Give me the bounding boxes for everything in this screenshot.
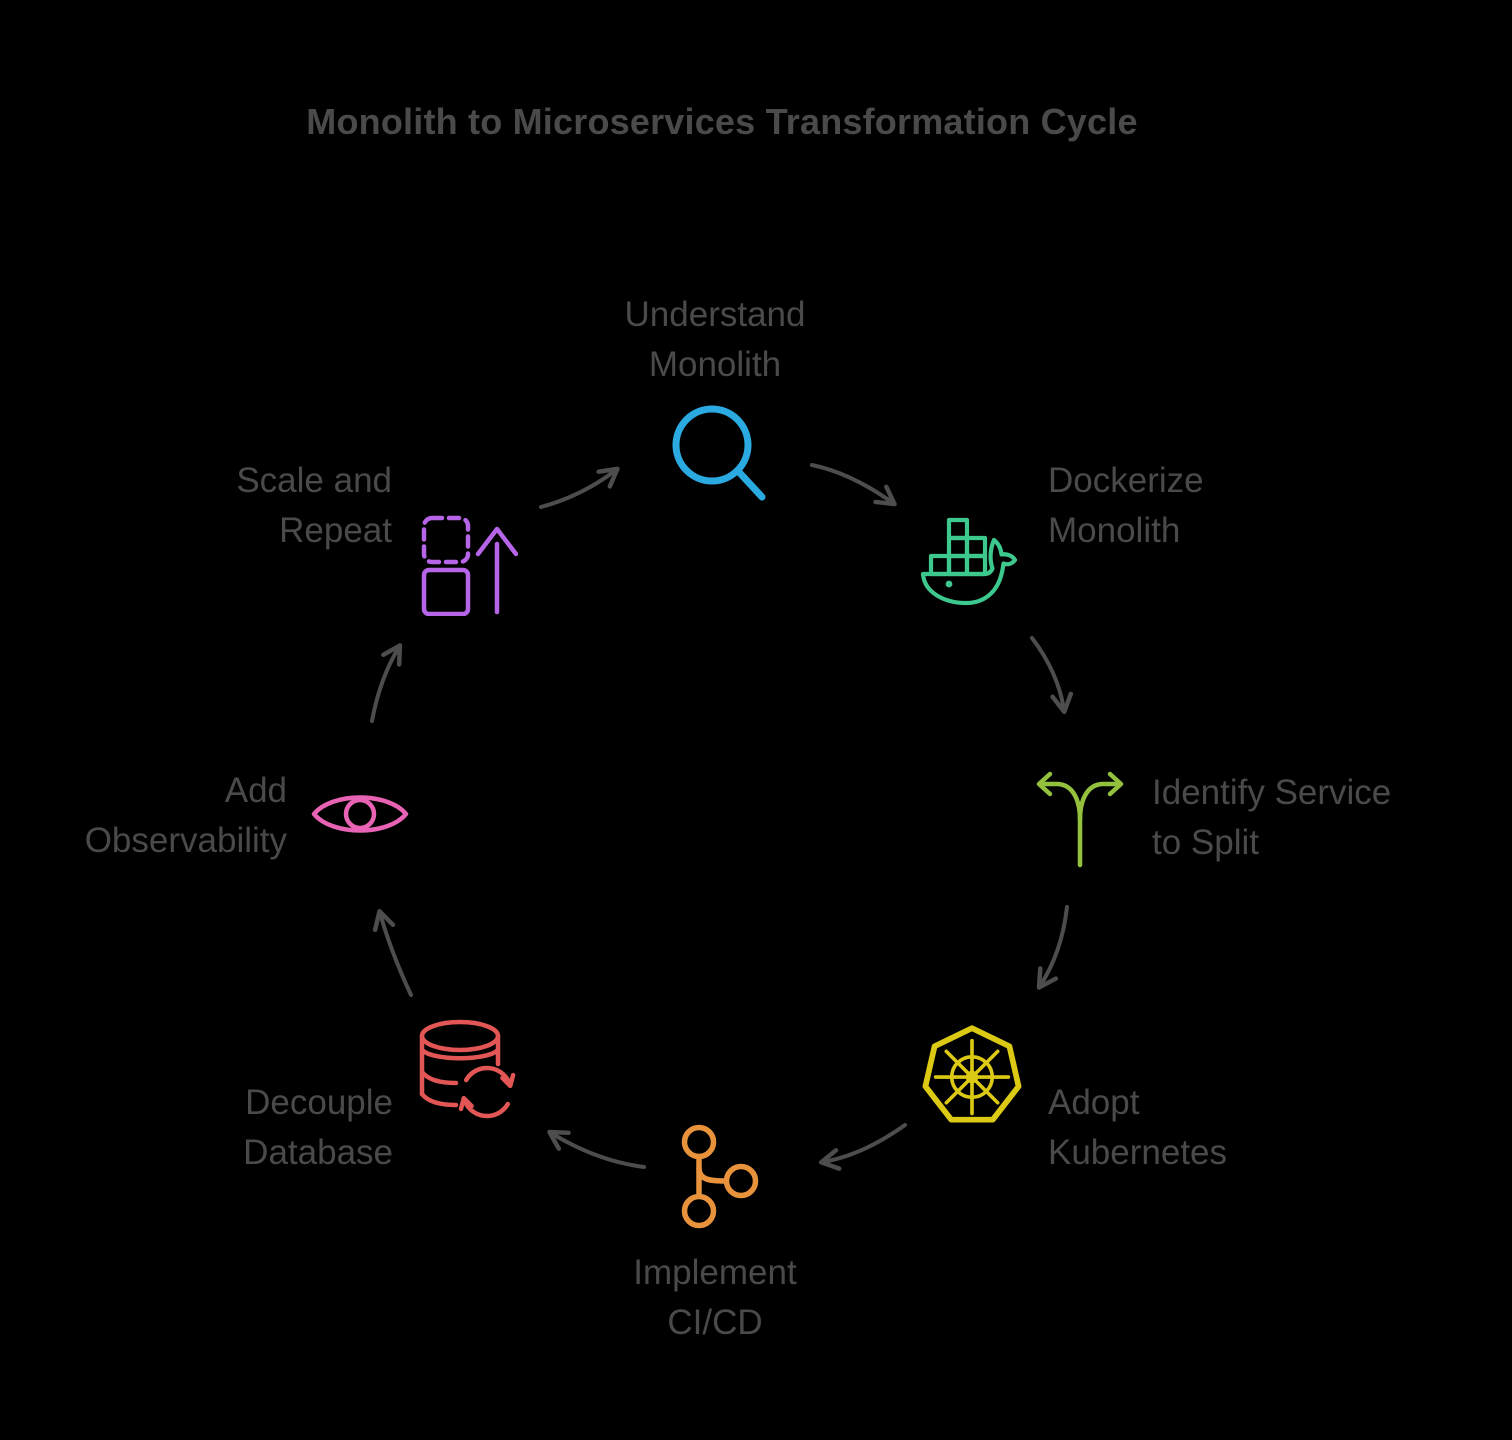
arrow-understand-to-dockerize <box>810 463 897 507</box>
arrow-database-to-observability <box>372 908 413 997</box>
arrow-kubernetes-to-cicd <box>818 1123 907 1171</box>
diagram-title: Monolith to Microservices Transformation… <box>306 101 1138 142</box>
split-branch-icon <box>1033 768 1125 868</box>
arrow-scale-to-understand <box>539 466 620 509</box>
git-branch-icon <box>660 1122 760 1232</box>
step-label-implement-cicd: Implement CI/CD <box>633 1253 797 1342</box>
arrow-cicd-to-database <box>547 1129 646 1169</box>
step-label-scale-and-repeat: Scale and Repeat <box>236 461 392 550</box>
step-label-dockerize-monolith: Dockerize Monolith <box>1048 461 1204 550</box>
step-label-decouple-database: Decouple Database <box>243 1083 393 1172</box>
magnifier-icon <box>668 404 768 504</box>
eye-icon <box>310 783 410 845</box>
arrow-dockerize-to-identify <box>1030 636 1074 715</box>
arrow-identify-to-kubernetes <box>1036 905 1069 990</box>
step-label-adopt-kubernetes: Adopt Kubernetes <box>1048 1083 1228 1172</box>
step-label-identify-service: Identify Service to Split <box>1152 773 1392 862</box>
docker-whale-icon <box>918 516 1020 608</box>
arrow-observability-to-scale <box>370 643 403 723</box>
step-label-add-observability: Add Observability <box>84 771 287 860</box>
scale-up-icon <box>420 514 518 616</box>
database-sync-icon <box>415 1015 525 1145</box>
step-label-understand-monolith: Understand Monolith <box>624 295 806 384</box>
kubernetes-helm-icon <box>920 1024 1024 1128</box>
